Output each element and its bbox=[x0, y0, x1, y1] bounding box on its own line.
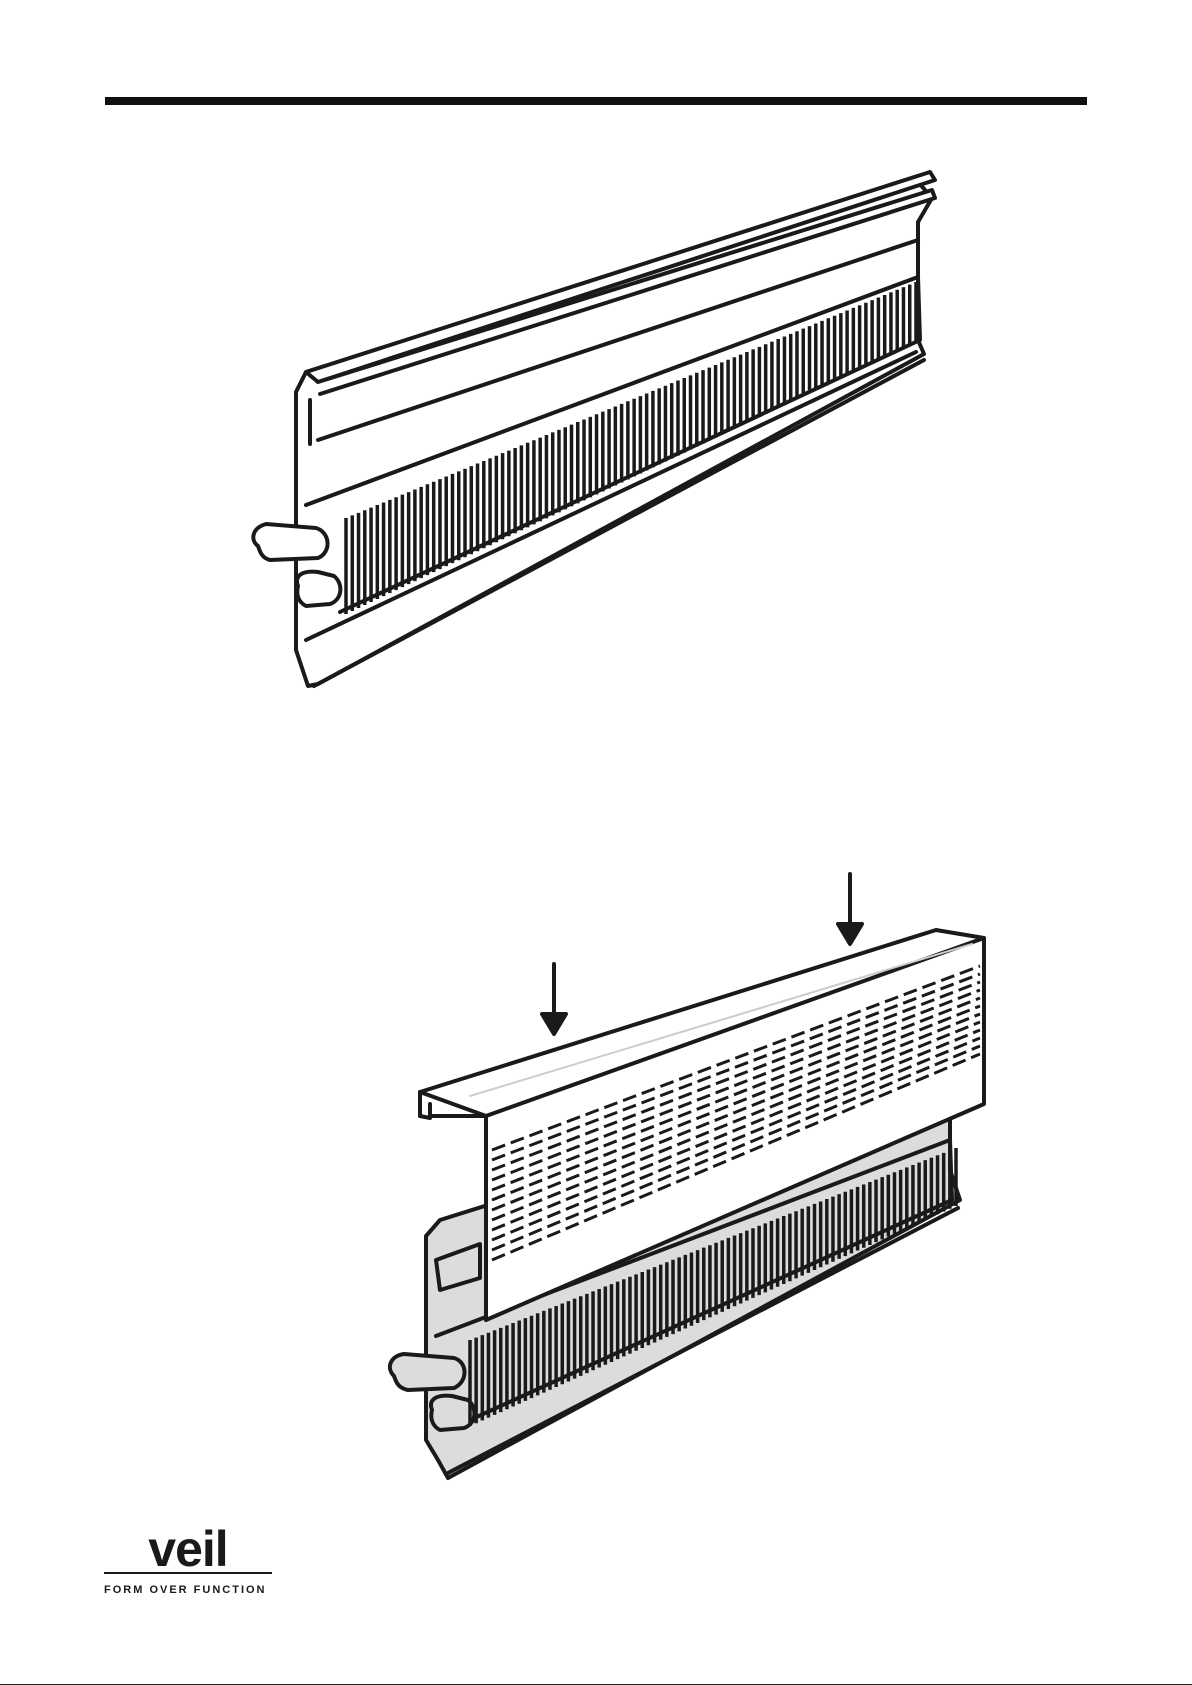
cover-install-figure bbox=[0, 0, 1192, 1520]
brand-logo: veil FORM OVER FUNCTION bbox=[104, 1526, 272, 1596]
brand-tagline: FORM OVER FUNCTION bbox=[104, 1584, 272, 1596]
brand-name: veil bbox=[104, 1526, 272, 1572]
